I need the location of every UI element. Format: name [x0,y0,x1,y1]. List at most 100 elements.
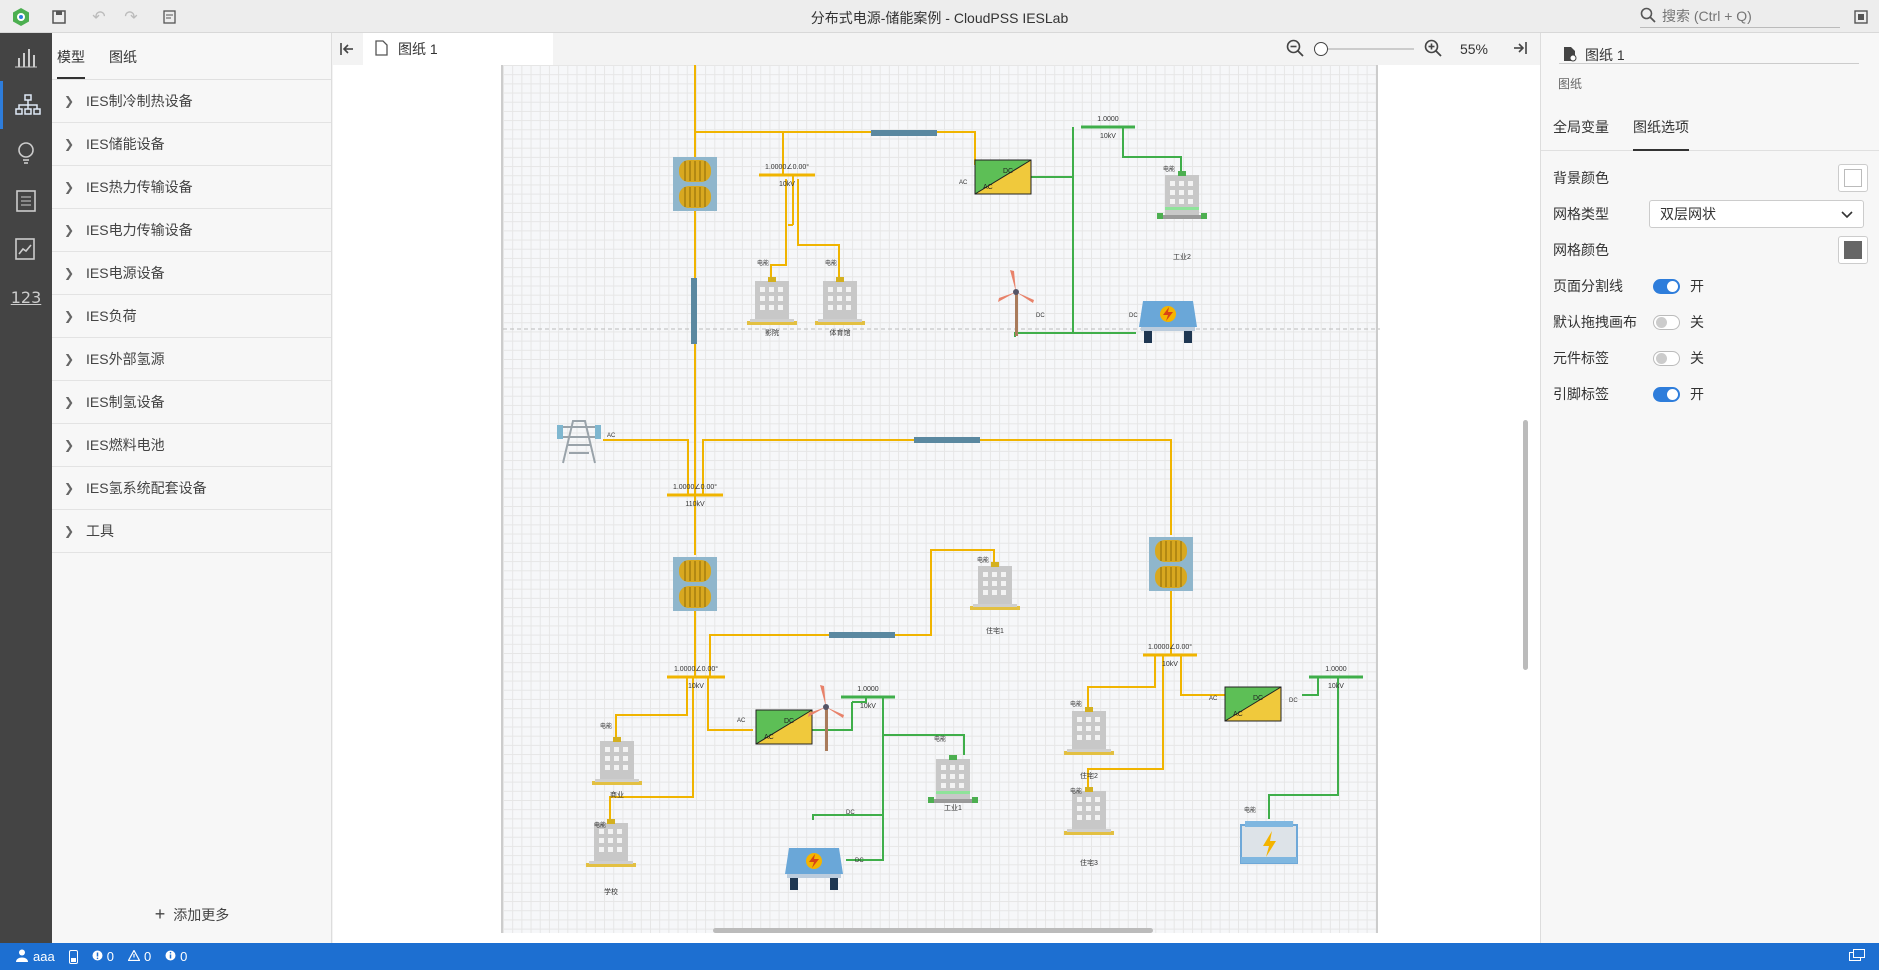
category-item[interactable]: ❯IES负荷 [52,295,331,338]
chevron-right-icon: ❯ [64,438,75,452]
wind-turbine-icon [808,685,844,751]
bus-label: 1.0000∠0.00° [674,665,718,673]
bus-kv: 10kV [688,683,704,690]
pin-label: AC [764,734,774,741]
default-drag-toggle[interactable] [1653,314,1680,330]
bus-label: 1.0000 [857,686,879,693]
tab-global-variables[interactable]: 全局变量 [1553,119,1609,135]
zoom-out-icon[interactable] [1286,39,1304,60]
prop-default-drag: 默认拖拽画布 关 [1553,307,1868,337]
pin-label: AC [607,433,616,439]
grid-color-picker[interactable] [1838,236,1868,264]
bus-kv: 10kV [779,181,795,188]
tab-drawing-1[interactable]: 图纸 1 [363,33,553,65]
undo-icon[interactable]: ↶ [92,9,106,26]
category-item[interactable]: ❯IES外部氢源 [52,338,331,381]
user-indicator[interactable]: aaa [16,949,55,965]
model-tree-icon[interactable] [0,81,52,129]
category-label: IES热力传输设备 [86,179,193,195]
warning-count[interactable]: 0 [127,949,151,964]
drawing-canvas[interactable]: 1.0000∠0.00° 10kV 1.0000 10kV 1.0000∠0.0… [333,65,1540,943]
edit-notes-icon[interactable] [159,6,181,28]
bus-kv: 10kV [1328,683,1344,690]
error-count[interactable]: 0 [92,949,114,964]
transformer-icon [672,156,718,212]
bus-label: 1.0000∠0.00° [673,483,717,491]
category-item[interactable]: ❯IES热力传输设备 [52,166,331,209]
fullscreen-icon[interactable] [1850,6,1872,28]
category-item[interactable]: ❯ 工具 [52,510,331,553]
status-bar: aaa 0 0 0 [0,943,1879,970]
lightbulb-icon[interactable] [0,129,52,177]
prop-page-split: 页面分割线 开 [1553,271,1868,301]
vertical-scrollbar[interactable] [1523,420,1528,670]
category-item[interactable]: ❯IES制氢设备 [52,381,331,424]
category-item[interactable]: ❯IES制冷制热设备 [52,80,331,123]
load-building-icon [747,277,797,325]
pin-label: DC [784,718,794,725]
pin-label-toggle[interactable] [1653,386,1680,402]
battery-icon [1240,820,1298,864]
prop-label: 网格颜色 [1553,242,1609,258]
save-icon[interactable] [48,6,70,28]
page-split-toggle[interactable] [1653,278,1680,294]
chevron-right-icon: ❯ [64,524,75,538]
load-label: 商业 [610,790,624,799]
load-label: 体育馆 [830,328,851,337]
component-library-panel: 模型 图纸 ❯IES制冷制热设备 ❯IES储能设备 ❯IES热力传输设备 ❯IE… [52,33,332,943]
tab-drawing[interactable]: 图纸 [109,49,137,65]
category-label: IES电源设备 [86,265,165,281]
zoom-slider[interactable] [1313,40,1414,58]
edit-chart-icon[interactable] [0,225,52,273]
bus-label: 1.0000 [1097,116,1119,123]
grid-type-select[interactable]: 双层网状 [1649,200,1864,228]
add-more-label: 添加更多 [173,907,230,923]
prop-pin-label: 引脚标签 开 [1553,379,1868,409]
user-icon [16,949,28,965]
collapse-right-icon[interactable] [1512,40,1528,59]
component-label-toggle[interactable] [1653,350,1680,366]
redo-icon[interactable]: ↷ [124,9,138,26]
bus-label: 1.0000∠0.00° [765,163,809,171]
zoom-in-icon[interactable] [1424,39,1442,60]
tab-drawing-options[interactable]: 图纸选项 [1633,113,1689,151]
prop-label: 默认拖拽画布 [1553,314,1637,330]
prop-grid-type: 网格类型 双层网状 [1553,199,1868,229]
chart-icon[interactable] [0,33,52,81]
prop-label: 网格类型 [1553,206,1609,222]
category-item[interactable]: ❯ IES储能设备 [52,123,331,166]
info-count[interactable]: 0 [165,949,187,964]
feedback-icon[interactable] [1849,949,1865,966]
category-label: IES储能设备 [86,136,165,152]
load-industrial-icon [1157,171,1207,219]
list-document-icon[interactable] [0,177,52,225]
category-item[interactable]: ❯IES电力传输设备 [52,209,331,252]
category-item[interactable]: ❯IES氢系统配套设备 [52,467,331,510]
category-item[interactable]: ❯IES电源设备 [52,252,331,295]
prop-label: 页面分割线 [1553,278,1623,294]
category-label: IES电力传输设备 [86,222,193,238]
add-more-button[interactable]: + 添加更多 [52,904,332,925]
tab-model[interactable]: 模型 [57,47,85,79]
properties-panel: 图纸 1 图纸 全局变量 图纸选项 背景颜色 网格类型 双层网状 网格颜色 页面… [1540,33,1879,943]
device-icon[interactable] [68,949,78,964]
search-box[interactable] [1640,5,1840,28]
category-item[interactable]: ❯ IES燃料电池 [52,424,331,467]
category-label: IES负荷 [86,308,137,324]
zoom-level[interactable]: 55% [1459,41,1488,57]
zoom-slider-handle[interactable] [1313,42,1328,56]
plus-icon: + [154,904,166,924]
pin-label: 电能 [594,821,606,829]
collapse-left-icon[interactable] [339,41,355,60]
category-label: IES制氢设备 [86,394,165,410]
bg-color-picker[interactable] [1838,164,1868,192]
chevron-right-icon: ❯ [64,137,75,151]
load-label: 工业1 [944,803,962,812]
search-input[interactable] [1662,8,1832,24]
category-label: 工具 [86,523,114,539]
drawing-paper[interactable]: 1.0000∠0.00° 10kV 1.0000 10kV 1.0000∠0.0… [501,65,1380,933]
pin-label: 电能 [600,722,612,730]
horizontal-scrollbar[interactable] [713,928,1153,933]
numbers-icon[interactable]: 123 [10,287,42,307]
category-label: IES燃料电池 [86,437,165,453]
